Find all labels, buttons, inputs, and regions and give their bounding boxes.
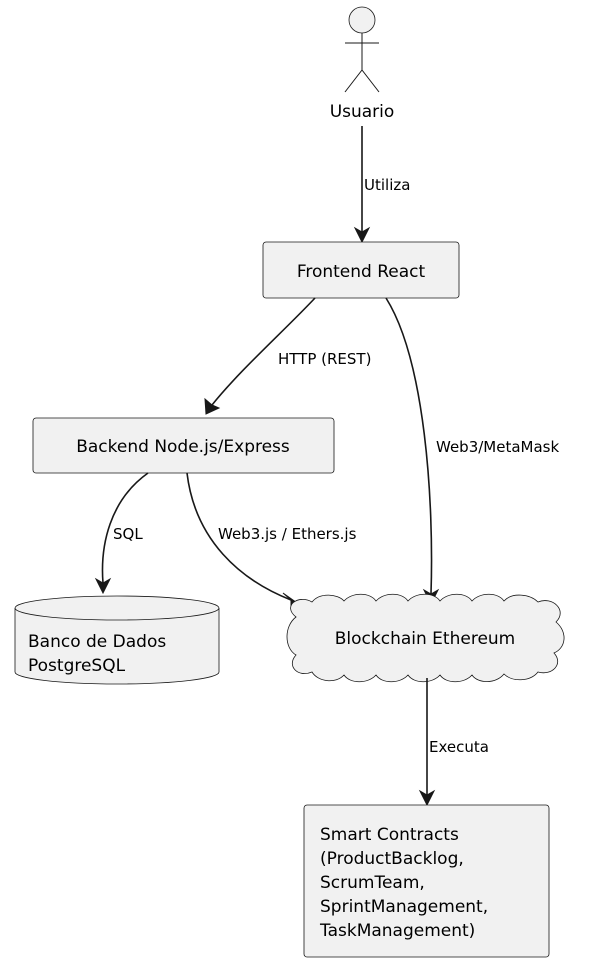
- edge-frontend-backend: HTTP (REST): [204, 297, 371, 415]
- edge-line: [186, 472, 292, 601]
- arrowhead: [204, 397, 221, 415]
- blockchain-cloud: [286, 593, 565, 683]
- database-rim: [14, 607, 220, 621]
- actor-usuario: Usuario: [330, 6, 395, 122]
- database-label-line-1: Banco de Dados: [28, 632, 166, 652]
- arrowhead: [353, 226, 371, 244]
- edge-blockchain-contracts: Executa: [418, 678, 489, 807]
- arrowhead: [418, 789, 436, 807]
- smart-contracts-line-1: Smart Contracts: [320, 825, 459, 845]
- node-frontend: Frontend React: [262, 241, 460, 299]
- backend-box: [32, 417, 335, 474]
- edge-backend-blockchain: Web3.js / Ethers.js: [186, 472, 357, 608]
- edge-label-web3-metamask: Web3/MetaMask: [436, 438, 559, 456]
- actor-label: Usuario: [330, 102, 395, 122]
- edge-backend-database: SQL: [94, 472, 149, 595]
- actor-head: [348, 6, 376, 34]
- node-blockchain: Blockchain Ethereum: [286, 593, 565, 683]
- node-smart-contracts: Smart Contracts (ProductBacklog, ScrumTe…: [303, 804, 550, 958]
- smart-contracts-line-2: (ProductBacklog,: [320, 849, 464, 869]
- actor-left-leg: [344, 69, 363, 93]
- arrowhead: [94, 577, 112, 595]
- frontend-box: [262, 241, 460, 299]
- edge-label-web3js: Web3.js / Ethers.js: [218, 525, 357, 543]
- edge-label-utiliza: Utiliza: [364, 176, 410, 194]
- frontend-label: Frontend React: [297, 262, 426, 282]
- database-cylinder: [14, 595, 220, 685]
- smart-contracts-box: [303, 804, 550, 958]
- edge-label-http: HTTP (REST): [278, 350, 371, 368]
- database-label-line-2: PostgreSQL: [28, 656, 126, 676]
- smart-contracts-line-4: SprintManagement,: [320, 897, 488, 917]
- edge-label-sql: SQL: [113, 525, 143, 543]
- backend-label: Backend Node.js/Express: [76, 437, 290, 457]
- edge-line: [385, 297, 433, 595]
- actor-right-leg: [361, 69, 380, 93]
- node-database: Banco de Dados PostgreSQL: [14, 595, 220, 685]
- edge-line: [101, 472, 149, 584]
- smart-contracts-line-5: TaskManagement): [319, 921, 475, 941]
- smart-contracts-line-3: ScrumTeam,: [320, 873, 425, 893]
- node-backend: Backend Node.js/Express: [32, 417, 335, 474]
- blockchain-label: Blockchain Ethereum: [335, 629, 515, 649]
- edge-label-executa: Executa: [429, 738, 489, 756]
- edge-usuario-frontend: Utiliza: [353, 126, 410, 244]
- edge-line: [211, 297, 316, 406]
- edge-frontend-blockchain: Web3/MetaMask: [385, 297, 559, 606]
